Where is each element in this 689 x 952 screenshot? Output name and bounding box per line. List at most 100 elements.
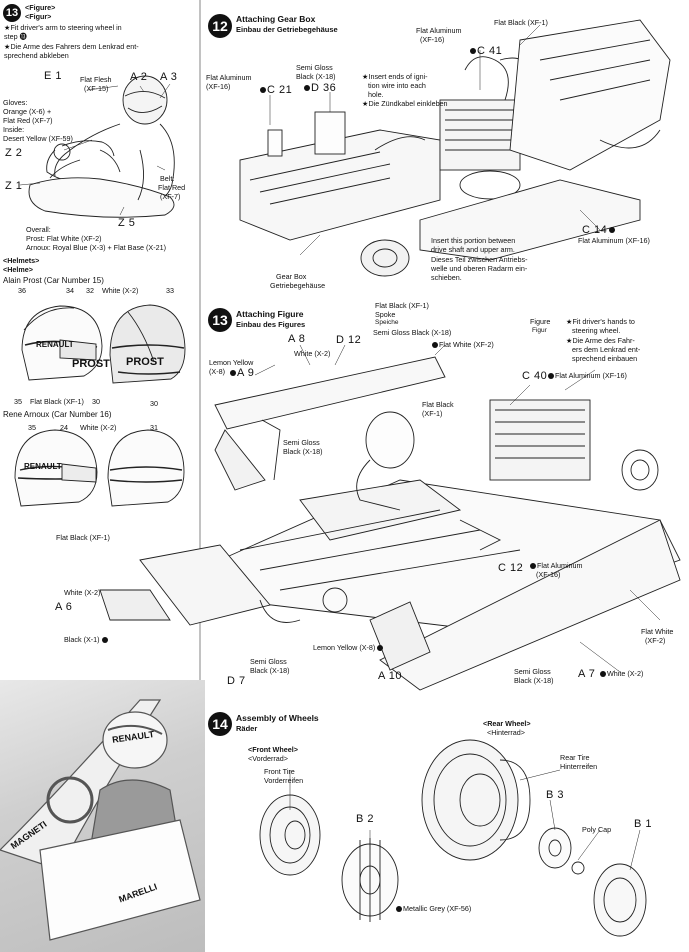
flat-black-12: Flat Black (XF-1) xyxy=(494,18,548,27)
gearbox-assembly xyxy=(239,111,441,277)
part-c40: C 40 xyxy=(522,370,548,382)
gloves-label-4: Inside: xyxy=(3,125,25,134)
white-a6: White (X-2) xyxy=(64,588,101,597)
part-a10: A 10 xyxy=(378,670,403,682)
overall-label-3: Arnoux: Royal Blue (X-3) + Flat Base (X-… xyxy=(26,243,167,252)
flat-aluminum-c12: Flat Aluminum xyxy=(530,561,583,570)
flat-aluminum-12-c: Flat Aluminum (XF-16) xyxy=(578,236,650,245)
black-x1: Black (X-1) xyxy=(64,635,109,644)
part-a8: A 8 xyxy=(288,333,306,345)
fit-hands-3: ★Die Arme des Fahr- xyxy=(566,336,635,345)
step-badge-13-figure: 13 xyxy=(3,4,21,22)
semi-gloss-12-a: Semi Gloss xyxy=(296,63,333,72)
metallic-grey-label: Metallic Grey (XF-56) xyxy=(396,904,471,913)
decal-36: 36 xyxy=(18,286,26,295)
helmets-title-de: <Helme> xyxy=(3,265,33,274)
front-wheel-title-de: <Vorderrad> xyxy=(248,754,288,763)
rear-tire-label-de: Hinterreifen xyxy=(560,762,598,771)
gloves-label-1: Gloves: xyxy=(3,98,28,107)
insert-portion-1: Insert this portion between xyxy=(431,236,516,245)
monocoque-frame-12 xyxy=(419,19,671,261)
front-tire-label: Front Tire xyxy=(264,767,295,776)
prost-word-1: PROST xyxy=(72,358,110,370)
step12-title-de: Einbau der Getriebegehäuse xyxy=(236,25,338,34)
prost-helmet-title: Alain Prost (Car Number 15) xyxy=(3,276,104,285)
insert-note-3: hole. xyxy=(368,90,384,99)
insert-note-1: ★Insert ends of igni- xyxy=(362,72,428,81)
rear-wheel-title: <Rear Wheel> xyxy=(483,719,531,728)
overall-label-2: Prost: Flat White (XF-2) xyxy=(26,234,102,243)
flat-white-13-b: Flat White xyxy=(641,627,674,636)
part-c14: C 14 xyxy=(582,224,616,237)
spoke-label-de: Speiche xyxy=(375,319,399,326)
flat-flesh-code: (XF-15) xyxy=(84,84,109,93)
decal-31: 31 xyxy=(150,423,158,432)
sidepod-floor-13 xyxy=(369,519,681,691)
helmet-arnoux-1 xyxy=(14,429,98,507)
insert-portion-4: welle und oberen Radarm ein- xyxy=(431,264,528,273)
flat-flesh-label: Flat Flesh xyxy=(80,75,112,84)
engine-block-12 xyxy=(439,56,531,200)
flat-white-13: Flat White (XF-2) xyxy=(432,340,494,349)
step13-title-de: Einbau des Figures xyxy=(236,320,306,329)
gloves-label-5: Desert Yellow (XF-59) xyxy=(3,134,73,143)
semi-gloss-13-b-2: Black (X-18) xyxy=(283,447,323,456)
fit-hands-1: ★Fit driver's hands to xyxy=(566,317,635,326)
part-e1: E 1 xyxy=(44,70,63,82)
renault-word-2: RENAULT xyxy=(24,462,62,471)
decal-30-b: 30 xyxy=(150,399,158,408)
helmet-arnoux-2 xyxy=(107,429,185,507)
step13-title-en: Attaching Figure xyxy=(236,309,304,319)
helmets-title-en: <Helmets> xyxy=(3,256,40,265)
insert-note-de: ★Die Zündkabel einkleben xyxy=(362,99,448,108)
insert-note-2: tion wire into each xyxy=(368,81,426,90)
flat-black-fig-13-code: (XF-1) xyxy=(422,409,443,418)
gear-box-label: Gear Box xyxy=(276,272,307,281)
part-z2: Z 2 xyxy=(5,147,23,159)
flat-aluminum-c40: Flat Aluminum (XF-16) xyxy=(548,371,627,380)
part-b1: B 1 xyxy=(634,818,653,830)
engine-13 xyxy=(489,399,659,491)
fit-hands-5: sprechend einbauen xyxy=(572,354,638,363)
figure-title-en: <Figure> xyxy=(25,3,56,12)
insert-portion-2: drive shaft and upper arm. xyxy=(431,245,515,254)
flat-white-13-b-code: (XF-2) xyxy=(645,636,666,645)
gear-box-label-de: Getriebegehäuse xyxy=(270,281,326,290)
white-a7: White (X-2) xyxy=(600,669,643,678)
flat-black-spoke-label: Flat Black (XF-1) xyxy=(375,301,429,310)
decal-34: 34 xyxy=(66,286,74,295)
decal-35-b: 35 xyxy=(28,423,36,432)
front-wheel-assembly xyxy=(259,794,399,922)
lemon-yellow-13-a: Lemon Yellow xyxy=(209,358,254,367)
part-z5: Z 5 xyxy=(118,217,136,229)
rear-wing-13 xyxy=(214,356,446,491)
part-a7: A 7 xyxy=(578,668,596,680)
belt-label-1: Belt: xyxy=(160,174,175,183)
semi-gloss-13-b: Semi Gloss xyxy=(283,438,320,447)
step-badge-12: 12 xyxy=(208,14,232,38)
part-a3: A 3 xyxy=(160,71,178,83)
lemon-yellow-13-b: Lemon Yellow (X-8) xyxy=(313,643,384,652)
front-wheel-title: <Front Wheel> xyxy=(248,745,298,754)
fit-hands-2: steering wheel. xyxy=(572,326,621,335)
figure-note-de-2: sprechend abkleben xyxy=(4,51,69,60)
semi-gloss-13-c: Semi Gloss xyxy=(250,657,287,666)
flat-black-label-1: Flat Black (XF-1) xyxy=(30,397,84,406)
part-z1: Z 1 xyxy=(5,180,23,192)
photo-line-art xyxy=(0,699,201,941)
figure-label: Figure xyxy=(530,317,551,326)
part-b2: B 2 xyxy=(356,813,375,825)
belt-label-2: Flat Red xyxy=(158,183,186,192)
rear-wheel-assembly xyxy=(421,739,647,937)
step-badge-13: 13 xyxy=(208,308,232,332)
part-d7: D 7 xyxy=(227,675,246,687)
semi-gloss-13-c-2: Black (X-18) xyxy=(250,666,290,675)
white-x2-13: White (X-2) xyxy=(294,349,331,358)
spoke-label: Spoke xyxy=(375,310,396,319)
figure-note-en-1: ★Fit driver's arm to steering wheel in xyxy=(4,23,122,32)
semi-gloss-black-13-a: Semi Gloss Black (X-18) xyxy=(373,328,452,337)
white-label-1: White (X-2) xyxy=(102,286,139,295)
rear-tire-label: Rear Tire xyxy=(560,753,590,762)
helmet-prost-1 xyxy=(21,305,103,381)
decal-30-a: 30 xyxy=(92,397,100,406)
